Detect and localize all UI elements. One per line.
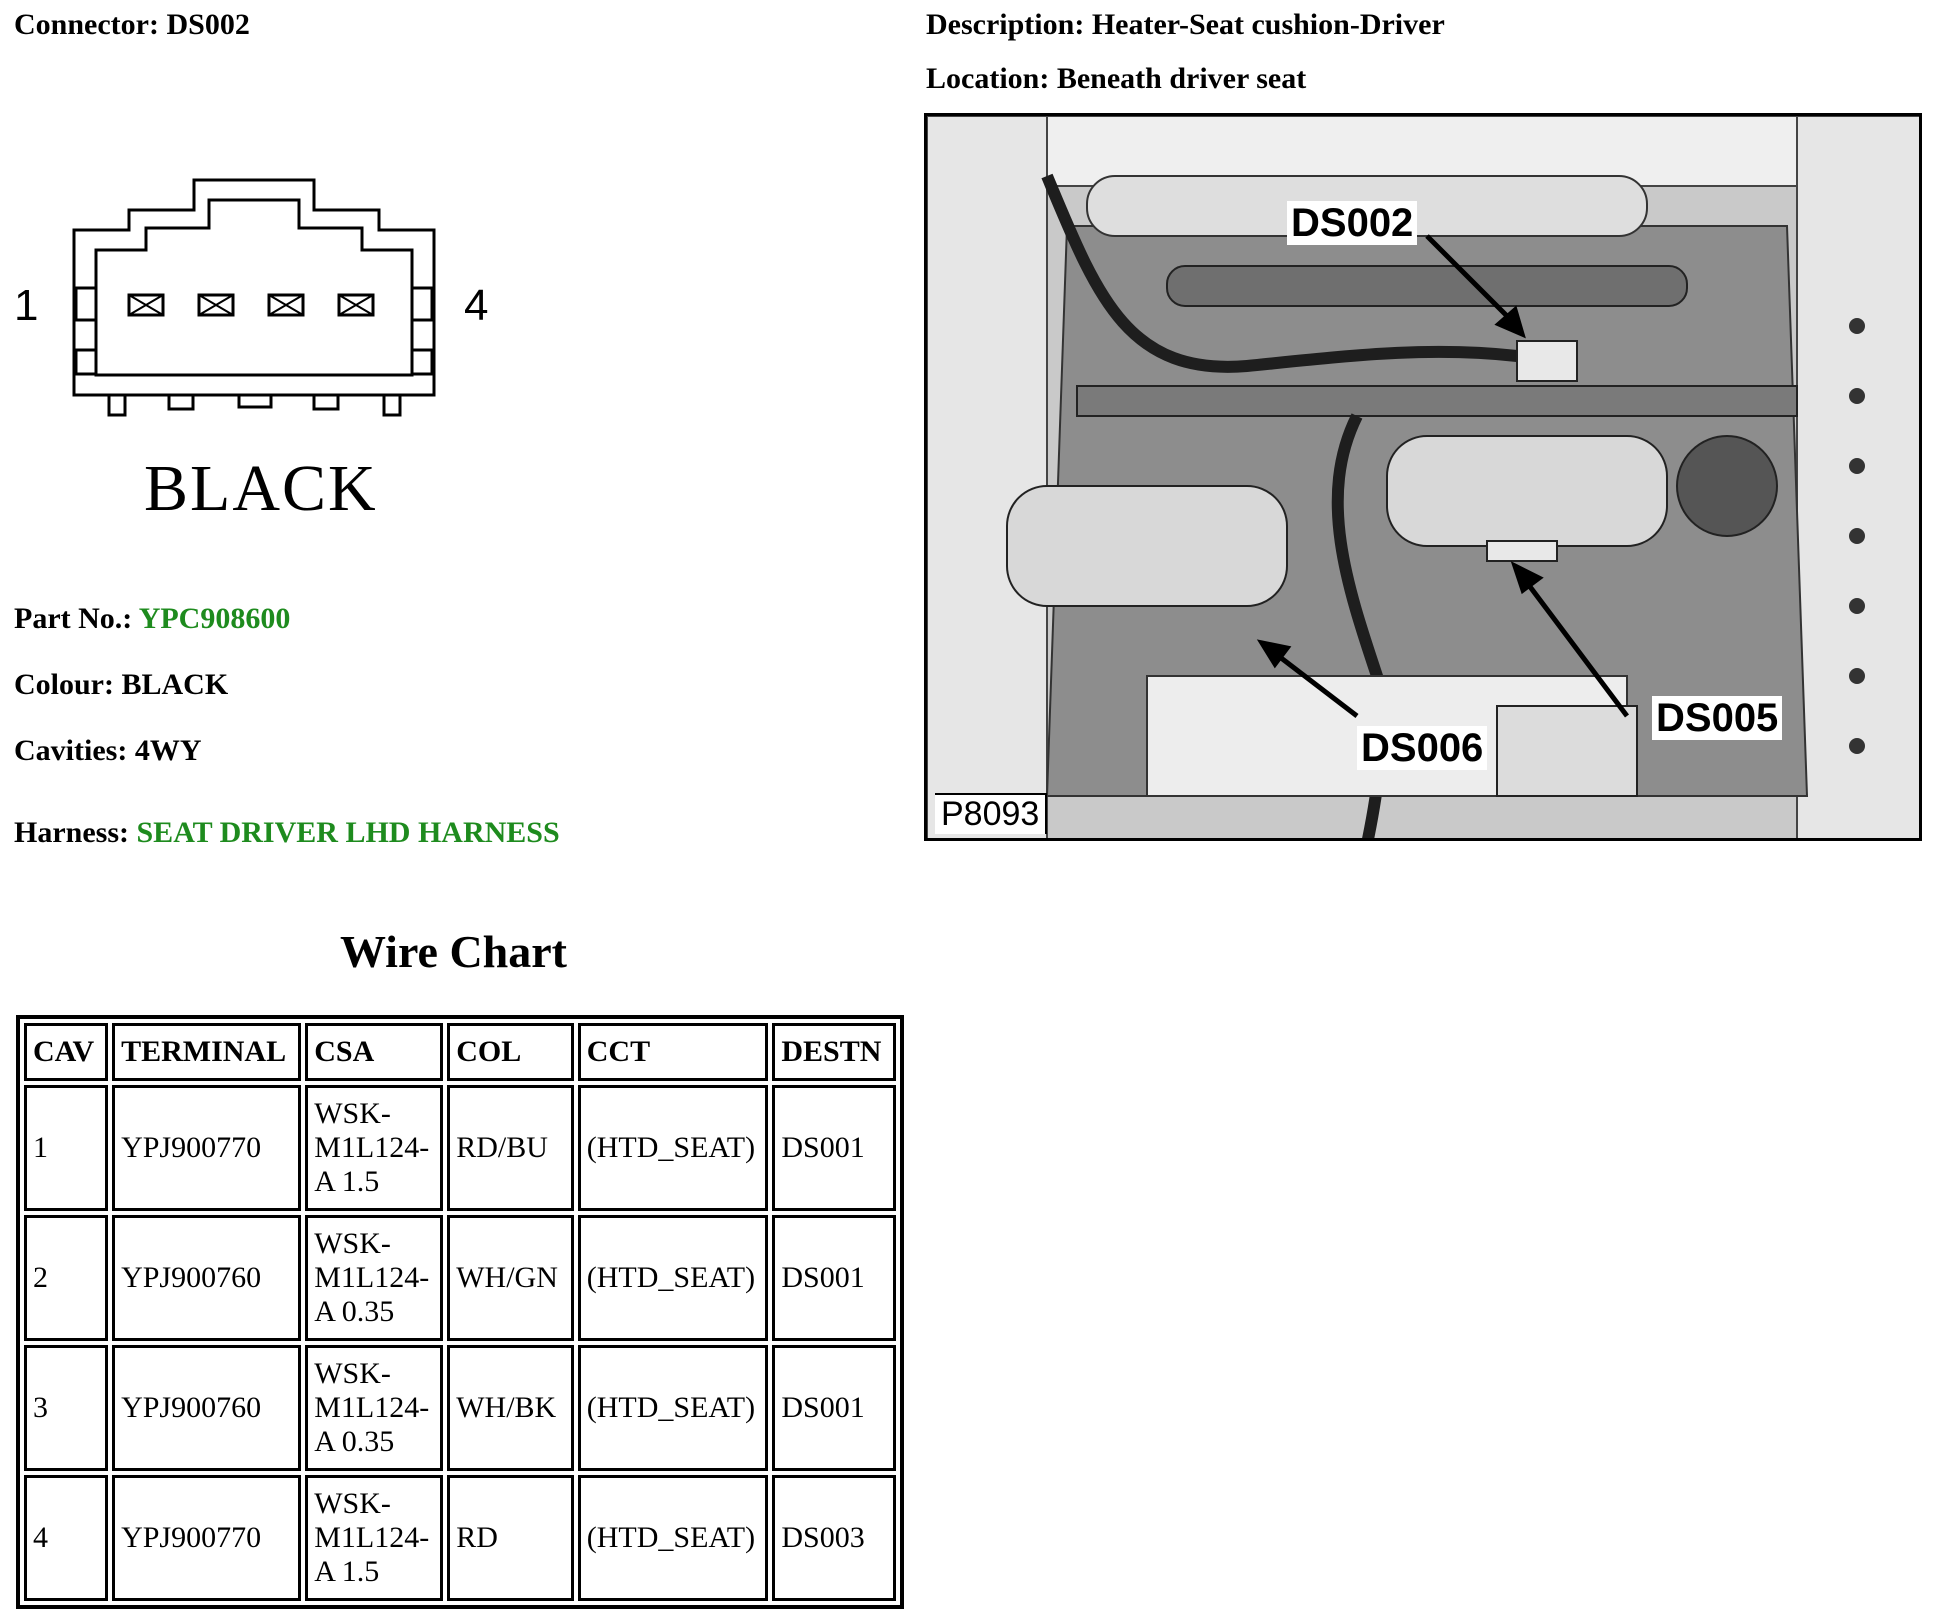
cell-cav: 2	[24, 1215, 109, 1341]
csa-line: A 0.35	[314, 1295, 395, 1328]
table-row: 1 YPJ900770 WSK- M1L124- A 1.5 RD/BU (HT…	[24, 1085, 896, 1211]
callout-ds005: DS005	[1652, 696, 1783, 740]
cell-terminal: YPJ900770	[112, 1085, 302, 1211]
description-label: Description:	[926, 8, 1085, 41]
photo-illustration	[927, 116, 1919, 838]
cell-col: RD/BU	[447, 1085, 574, 1211]
connector-value: DS002	[166, 8, 250, 41]
part-no-link[interactable]: YPC908600	[138, 602, 291, 635]
csa-line: M1L124-	[314, 1521, 430, 1554]
header-col: COL	[447, 1023, 574, 1081]
colour-line: Colour: BLACK	[14, 668, 228, 702]
cavities-label: Cavities:	[14, 734, 128, 767]
cell-destn: DS001	[772, 1215, 896, 1341]
table-row: 4 YPJ900770 WSK- M1L124- A 1.5 RD (HTD_S…	[24, 1475, 896, 1601]
harness-label: Harness:	[14, 816, 129, 849]
cavity-4	[337, 293, 375, 317]
table-row: 2 YPJ900760 WSK- M1L124- A 0.35 WH/GN (H…	[24, 1215, 896, 1341]
wire-chart-title: Wire Chart	[340, 926, 567, 977]
colour-label: Colour:	[14, 668, 114, 701]
cell-terminal: YPJ900760	[112, 1345, 302, 1471]
csa-line: WSK-	[314, 1097, 391, 1130]
csa-line: A 0.35	[314, 1425, 395, 1458]
cell-csa: WSK- M1L124- A 0.35	[305, 1345, 444, 1471]
csa-line: M1L124-	[314, 1131, 430, 1164]
cell-csa: WSK- M1L124- A 1.5	[305, 1475, 444, 1601]
table-row: 3 YPJ900760 WSK- M1L124- A 0.35 WH/BK (H…	[24, 1345, 896, 1471]
part-no-label: Part No.:	[14, 602, 133, 635]
cell-cav: 4	[24, 1475, 109, 1601]
description-value: Heater-Seat cushion-Driver	[1091, 8, 1445, 41]
description-line: Description: Heater-Seat cushion-Driver	[926, 8, 1445, 42]
cell-cct: (HTD_SEAT)	[577, 1475, 769, 1601]
cell-destn: DS001	[772, 1345, 896, 1471]
csa-line: WSK-	[314, 1227, 391, 1260]
cell-terminal: YPJ900760	[112, 1215, 302, 1341]
header-csa: CSA	[305, 1023, 444, 1081]
connector-label: Connector:	[14, 8, 159, 41]
csa-line: WSK-	[314, 1357, 391, 1390]
callout-ds006: DS006	[1357, 726, 1488, 770]
cell-cct: (HTD_SEAT)	[577, 1085, 769, 1211]
connector-diagram: 1 4 BLACK	[14, 178, 488, 525]
cell-csa: WSK- M1L124- A 1.5	[305, 1085, 444, 1211]
csa-line: M1L124-	[314, 1391, 430, 1424]
part-no-line: Part No.: YPC908600	[14, 602, 290, 636]
cell-destn: DS003	[772, 1475, 896, 1601]
cell-col: WH/BK	[447, 1345, 574, 1471]
harness-link[interactable]: SEAT DRIVER LHD HARNESS	[136, 816, 560, 849]
wire-chart-table: CAV TERMINAL CSA COL CCT DESTN 1 YPJ9007…	[16, 1015, 904, 1609]
cell-terminal: YPJ900770	[112, 1475, 302, 1601]
cell-destn: DS001	[772, 1085, 896, 1211]
photo-id: P8093	[935, 793, 1048, 834]
csa-line: A 1.5	[314, 1165, 380, 1198]
harness-line: Harness: SEAT DRIVER LHD HARNESS	[14, 816, 560, 850]
header-cav: CAV	[24, 1023, 109, 1081]
cell-col: RD	[447, 1475, 574, 1601]
csa-line: WSK-	[314, 1487, 391, 1520]
cell-csa: WSK- M1L124- A 0.35	[305, 1215, 444, 1341]
cavity-3	[267, 293, 305, 317]
pin-label-first: 1	[14, 281, 38, 330]
location-value: Beneath driver seat	[1056, 62, 1307, 95]
callout-ds002: DS002	[1287, 201, 1418, 245]
colour-value: BLACK	[121, 668, 229, 701]
location-photo: DS002 DS005 DS006 P8093	[924, 113, 1922, 841]
cavity-2	[197, 293, 235, 317]
csa-line: M1L124-	[314, 1261, 430, 1294]
header-destn: DESTN	[772, 1023, 896, 1081]
cell-cct: (HTD_SEAT)	[577, 1345, 769, 1471]
location-line: Location: Beneath driver seat	[926, 62, 1306, 96]
cell-cav: 3	[24, 1345, 109, 1471]
location-label: Location:	[926, 62, 1050, 95]
cell-cct: (HTD_SEAT)	[577, 1215, 769, 1341]
cavities-value: 4WY	[134, 734, 202, 767]
header-cct: CCT	[577, 1023, 769, 1081]
csa-line: A 1.5	[314, 1555, 380, 1588]
table-header-row: CAV TERMINAL CSA COL CCT DESTN	[24, 1023, 896, 1081]
cavity-1	[127, 293, 165, 317]
cavities-line: Cavities: 4WY	[14, 734, 201, 768]
connector-line: Connector: DS002	[14, 8, 250, 42]
pin-label-last: 4	[464, 281, 488, 330]
diagram-colour-label: BLACK	[144, 452, 378, 525]
cell-col: WH/GN	[447, 1215, 574, 1341]
header-terminal: TERMINAL	[112, 1023, 302, 1081]
cell-cav: 1	[24, 1085, 109, 1211]
